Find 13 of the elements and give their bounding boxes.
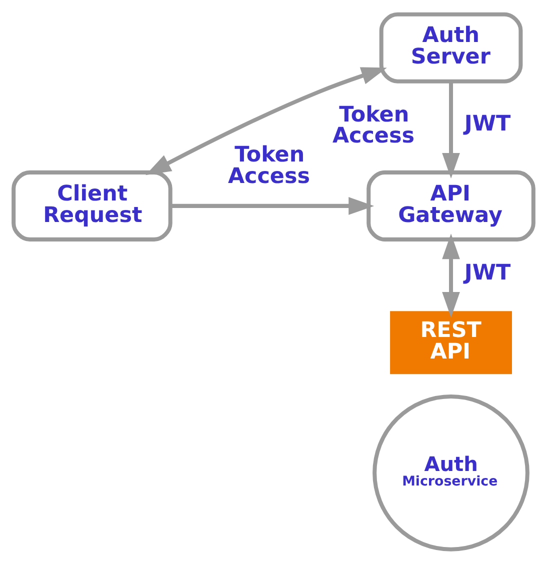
- arrow: [170, 196, 374, 214]
- edge-label: Token Access: [332, 102, 414, 148]
- node-circle: Auth Microservice: [372, 394, 530, 551]
- arrow: [442, 233, 460, 317]
- node-box: Auth Server: [379, 12, 523, 83]
- arrow: [442, 80, 460, 178]
- edge-label: JWT: [464, 111, 511, 136]
- node-box: API Gateway: [366, 170, 536, 241]
- edge-label: JWT: [464, 260, 511, 285]
- node-box: Client Request: [12, 170, 172, 241]
- arrow: [146, 66, 387, 175]
- edge-label: Token Access: [228, 142, 310, 188]
- node-box: REST API: [390, 310, 512, 374]
